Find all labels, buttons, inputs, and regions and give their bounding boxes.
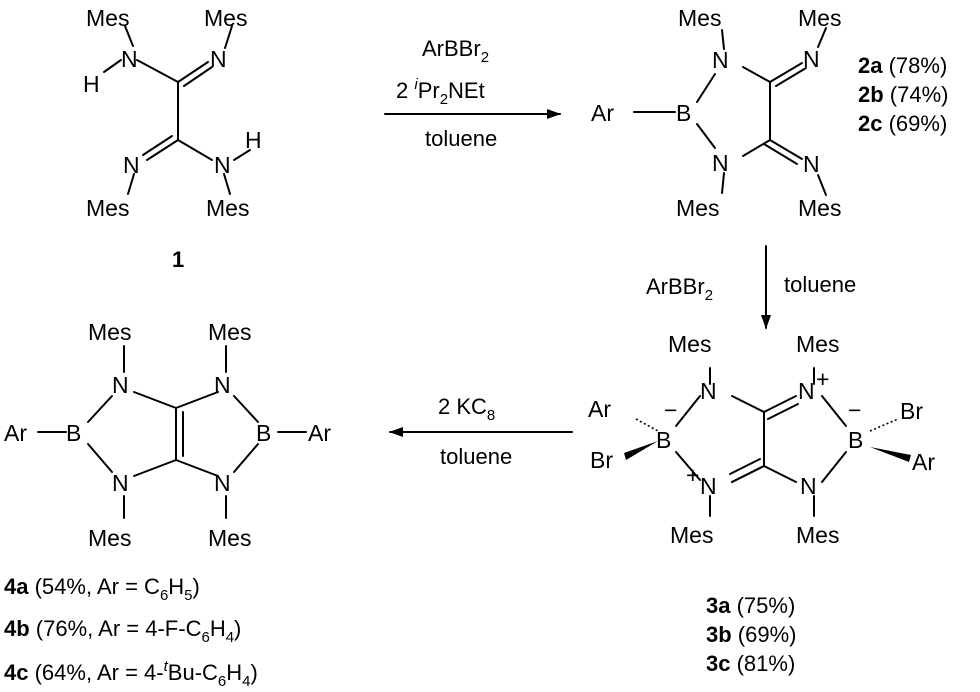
charge-label: − xyxy=(664,397,677,423)
yield-entry: 4b (76%, Ar = 4-F-C6H4) xyxy=(4,616,241,646)
mes-label: Mes xyxy=(208,319,251,345)
mes-label: Mes xyxy=(206,195,249,221)
boron-label: B xyxy=(256,420,271,446)
yield-entry: 2a (78%) xyxy=(858,53,947,78)
mes-label: Mes xyxy=(796,331,839,357)
yield-entry: 4a (54%, Ar = C6H5) xyxy=(4,574,200,604)
compound-number: 1 xyxy=(172,247,184,272)
mes-label: Mes xyxy=(88,525,131,551)
nitrogen-label: N xyxy=(712,150,729,176)
bromine-label: Br xyxy=(590,447,613,473)
nitrogen-label: N xyxy=(112,372,129,398)
nitrogen-label: N xyxy=(700,378,717,404)
mes-label: Mes xyxy=(668,331,711,357)
compound-4: Ar B N N N N B Ar Mes Mes Mes Mes 4a (54… xyxy=(4,319,331,690)
nitrogen-label: N xyxy=(214,372,231,398)
nitrogen-label: N xyxy=(700,473,717,499)
boron-label: B xyxy=(656,427,671,453)
compound-3: Ar Br B − N N + N + N B − Br Ar Mes Mes … xyxy=(588,331,935,676)
yield-entry: 3b (69%) xyxy=(706,622,796,647)
mes-label: Mes xyxy=(798,195,841,221)
compound-2: Ar B N N N N Mes Mes Mes Mes 2a (78%) 2b… xyxy=(591,5,948,221)
nitrogen-label: N xyxy=(121,46,138,72)
reaction-arrow-1: ArBBr2 2 iPr2NEt toluene xyxy=(384,36,561,151)
mes-label: Mes xyxy=(86,195,129,221)
mes-label: Mes xyxy=(670,522,713,548)
boron-label: B xyxy=(66,420,81,446)
solvent-text: toluene xyxy=(784,272,856,297)
mes-label: Mes xyxy=(86,5,129,31)
mes-label: Mes xyxy=(798,5,841,31)
hydrogen-label: H xyxy=(245,127,262,153)
base-text: 2 iPr2NEt xyxy=(396,76,485,108)
hydrogen-label: H xyxy=(83,71,100,97)
nitrogen-label: N xyxy=(210,46,227,72)
nitrogen-label: N xyxy=(798,378,815,404)
reagent-text: 2 KC8 xyxy=(438,394,495,424)
solvent-text: toluene xyxy=(440,444,512,469)
mes-label: Mes xyxy=(204,5,247,31)
aryl-label: Ar xyxy=(308,420,331,446)
yield-entry: 3c (81%) xyxy=(706,651,795,676)
nitrogen-label: N xyxy=(123,152,140,178)
nitrogen-label: N xyxy=(803,151,820,177)
boron-label: B xyxy=(676,100,691,126)
boron-label: B xyxy=(848,427,863,453)
charge-label: + xyxy=(816,366,829,392)
mes-label: Mes xyxy=(208,525,251,551)
aryl-label: Ar xyxy=(4,420,27,446)
mes-label: Mes xyxy=(676,195,719,221)
nitrogen-label: N xyxy=(112,470,129,496)
solvent-text: toluene xyxy=(425,126,497,151)
nitrogen-label: N xyxy=(712,47,729,73)
aryl-label: Ar xyxy=(588,396,611,422)
nitrogen-label: N xyxy=(214,152,231,178)
compound-1: Mes Mes N H N N N H Mes Mes 1 xyxy=(83,5,262,272)
mes-label: Mes xyxy=(88,319,131,345)
aryl-label: Ar xyxy=(912,449,935,475)
aryl-label: Ar xyxy=(591,100,614,126)
yield-entry: 4c (64%, Ar = 4-tBu-C6H4) xyxy=(4,658,258,690)
reaction-arrow-2: ArBBr2 toluene xyxy=(646,245,856,329)
charge-label: + xyxy=(686,462,699,488)
reagent-text: ArBBr2 xyxy=(646,274,713,304)
reaction-arrow-3: 2 KC8 toluene xyxy=(389,394,573,469)
mes-label: Mes xyxy=(678,5,721,31)
nitrogen-label: N xyxy=(800,473,817,499)
yield-entry: 2c (69%) xyxy=(858,111,947,136)
reagent-text: ArBBr2 xyxy=(422,36,489,66)
bromine-label: Br xyxy=(900,398,923,424)
mes-label: Mes xyxy=(796,522,839,548)
nitrogen-label: N xyxy=(214,470,231,496)
charge-label: − xyxy=(848,397,861,423)
nitrogen-label: N xyxy=(803,46,820,72)
yield-entry: 2b (74%) xyxy=(858,82,948,107)
yield-entry: 3a (75%) xyxy=(706,593,795,618)
